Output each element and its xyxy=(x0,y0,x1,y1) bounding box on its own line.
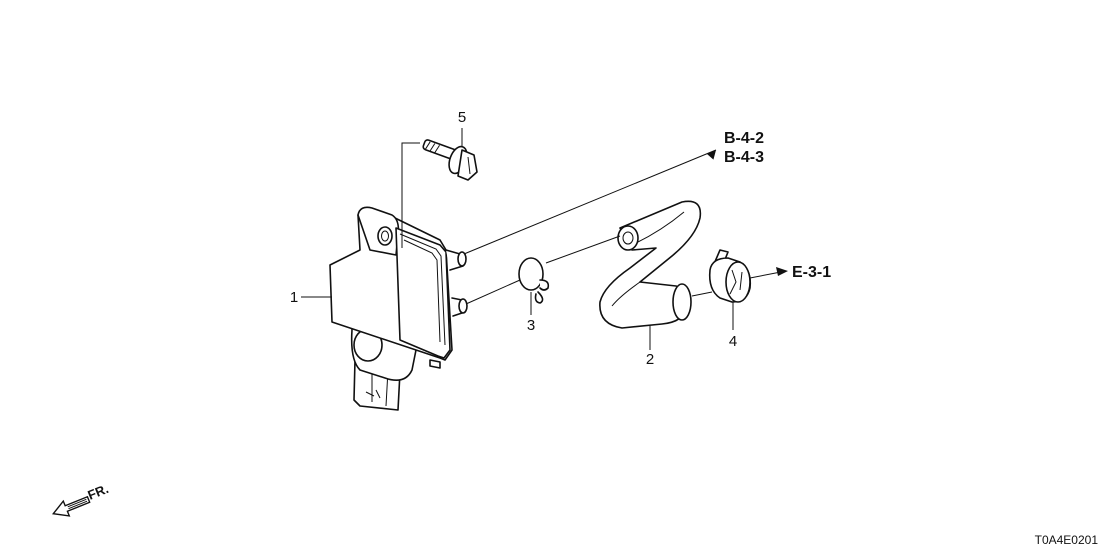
front-direction-label: FR. xyxy=(86,481,111,503)
hose-clamp-part-4 xyxy=(708,249,752,303)
solenoid-valve-part-1 xyxy=(329,206,468,411)
diagram-code: T0A4E0201 xyxy=(1035,533,1099,547)
front-arrow-icon xyxy=(52,495,91,517)
bolt-part-5 xyxy=(422,139,478,181)
front-direction-indicator: FR. xyxy=(52,481,111,517)
hose-part-2 xyxy=(599,200,702,329)
reference-b-4-2[interactable]: B-4-2 xyxy=(724,130,764,147)
callout-part-4: 4 xyxy=(729,333,737,350)
callout-part-5: 5 xyxy=(458,109,466,126)
callout-part-2: 2 xyxy=(646,351,654,368)
reference-e-3-1[interactable]: E-3-1 xyxy=(792,264,831,281)
clip-part-3 xyxy=(518,257,550,304)
callout-part-3: 3 xyxy=(527,317,535,334)
leader-lines xyxy=(301,128,788,350)
reference-b-4-3[interactable]: B-4-3 xyxy=(724,149,764,166)
callout-part-1: 1 xyxy=(290,289,298,306)
